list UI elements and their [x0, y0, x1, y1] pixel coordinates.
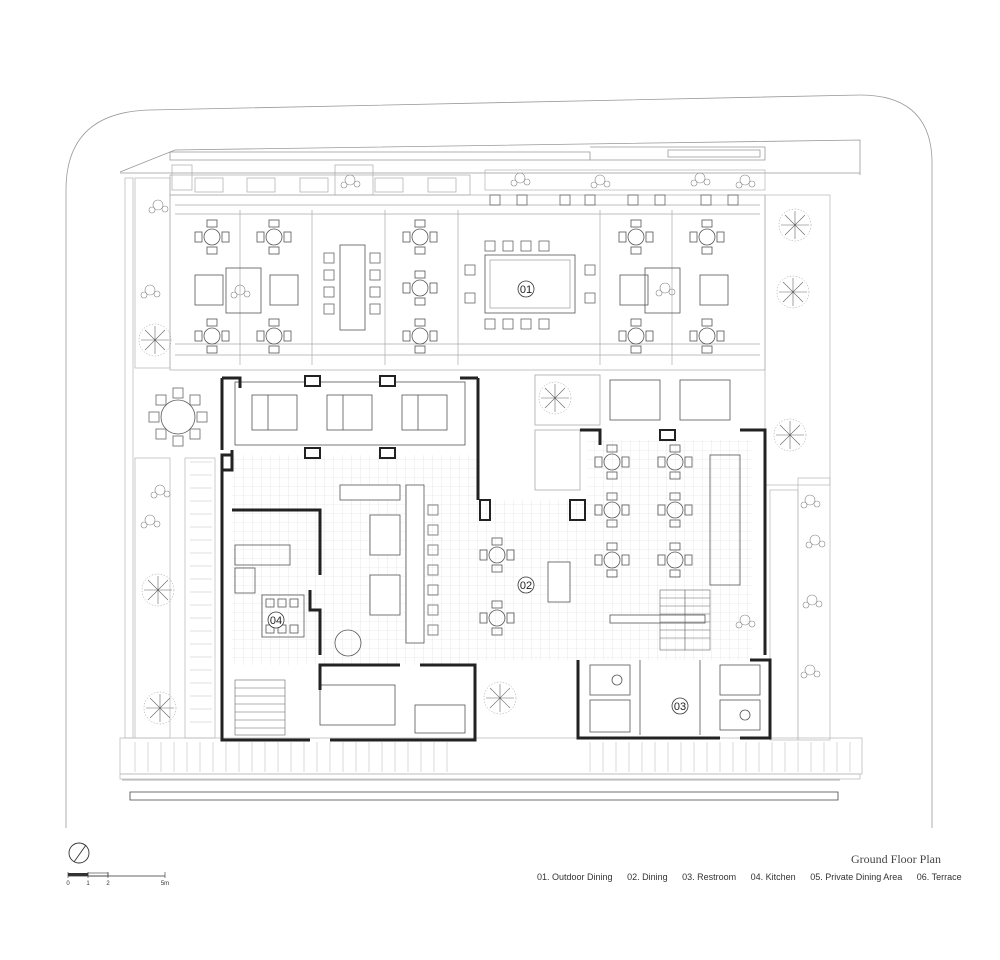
columns	[304, 375, 676, 459]
landscape-strips	[119, 169, 863, 780]
scale-bar: 0 1 2 5m	[66, 872, 169, 887]
outdoor-dining-area	[169, 164, 766, 371]
legend-item-dining: 02. Dining	[627, 872, 668, 882]
private-dining-area	[234, 374, 731, 491]
svg-text:03: 03	[674, 701, 686, 713]
svg-text:02: 02	[520, 580, 532, 592]
room-legend: 01. Outdoor Dining 02. Dining 03. Restro…	[537, 872, 974, 882]
plan-title: Ground Floor Plan	[851, 852, 941, 866]
outdoor-tables	[194, 194, 739, 354]
svg-text:04: 04	[270, 615, 282, 627]
svg-text:01: 01	[520, 284, 532, 296]
indoor-tables	[339, 444, 741, 644]
restroom-fixtures	[589, 660, 761, 735]
legend-item-outdoor-dining: 01. Outdoor Dining	[537, 872, 613, 882]
room-tag-01: 01	[517, 280, 535, 298]
legend-item-private-dining: 05. Private Dining Area	[810, 872, 903, 882]
building-walls	[220, 376, 772, 742]
round-table	[148, 387, 208, 447]
site-boundary	[65, 94, 933, 828]
legend-item-terrace: 06. Terrace	[916, 872, 962, 882]
room-tags: 01 02 03 04	[267, 280, 689, 715]
room-tag-03: 03	[671, 697, 689, 715]
legend-item-restroom: 03. Restroom	[682, 872, 737, 882]
room-tag-04: 04	[267, 611, 285, 629]
scale-label-5m: 5m	[161, 881, 169, 887]
scale-label-0: 0	[66, 881, 70, 887]
scale-label-2: 2	[106, 881, 110, 887]
stair	[234, 589, 711, 736]
paving-stripes	[134, 461, 851, 772]
scale-label-1: 1	[86, 881, 90, 887]
legend-item-kitchen: 04. Kitchen	[750, 872, 796, 882]
room-tag-02: 02	[517, 576, 535, 594]
north-arrow-icon	[68, 842, 90, 864]
